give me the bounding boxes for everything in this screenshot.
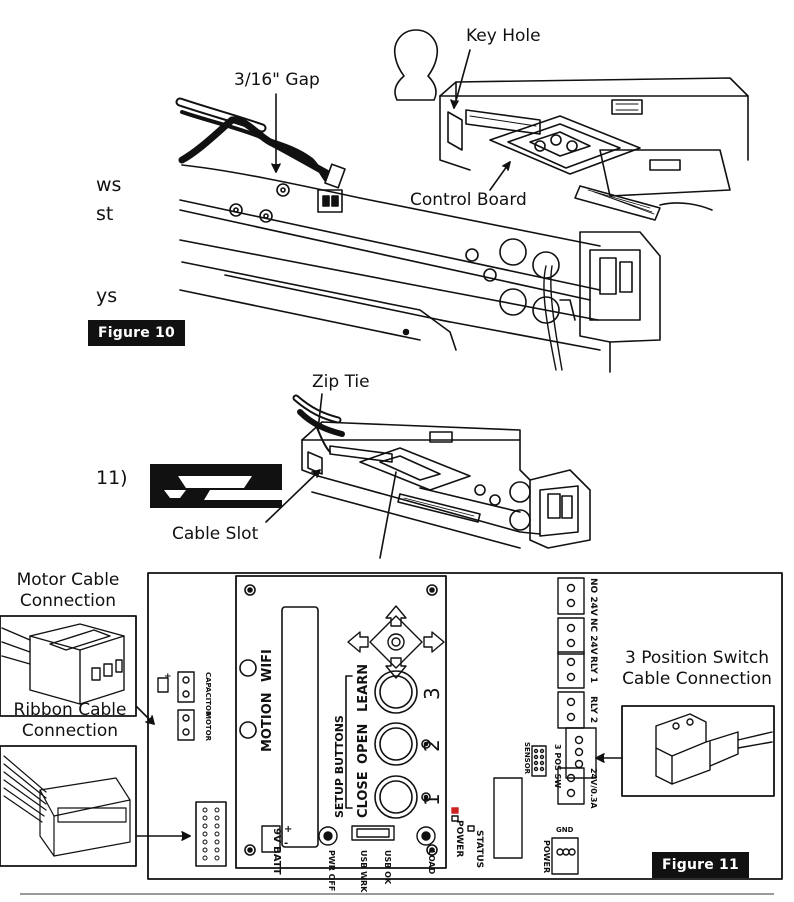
label-switch-cable-line1: 3 Position Switch — [624, 648, 770, 668]
silk-plus-cap: + — [164, 672, 172, 682]
silk-pos-sw: 3 POS SW — [553, 744, 562, 789]
pcb-outline — [147, 572, 783, 880]
silk-24v: 24V/0.3A — [589, 768, 598, 809]
text-fragment-ys: ys — [96, 285, 118, 307]
cable-wire-2 — [178, 116, 340, 182]
silk-rly1: RLY 1 — [588, 656, 598, 684]
silk-no24v: NO 24V — [588, 578, 598, 616]
figure11-housing — [292, 394, 591, 549]
wifi-led — [239, 659, 257, 677]
leader-board-down — [379, 471, 397, 559]
motion-led — [239, 721, 257, 739]
silk-batt: 9V BATT — [271, 828, 282, 875]
silk-pwr-off: PWR OFF — [327, 850, 336, 892]
motor-callout-box — [0, 615, 137, 717]
label-gap: 3/16" Gap — [234, 70, 320, 90]
motor-plug-drawing — [1, 623, 125, 705]
figure10-badge: Figure 10 — [88, 320, 185, 346]
silk-usb-ok: USB OK — [383, 850, 392, 885]
rail-top-edge — [181, 164, 601, 247]
leader-cable-slot — [265, 469, 321, 523]
label-motor-cable: Motor Cable Connection — [0, 570, 136, 612]
silk-batt-plus: + — [284, 824, 293, 835]
silk-num1: 1 — [420, 793, 444, 806]
text-fragment-st: st — [96, 203, 114, 225]
silk-open: OPEN — [356, 723, 371, 764]
silk-capacitor: CAPACITOR — [204, 672, 212, 717]
silk-learn: LEARN — [356, 663, 371, 712]
silk-status-led: STATUS — [474, 830, 484, 869]
silk-sensor: SENSOR — [523, 742, 531, 775]
silk-gnd: GND — [556, 826, 574, 834]
label-ribbon-cable: Ribbon Cable Connection — [0, 700, 140, 742]
label-control-board: Control Board — [410, 190, 527, 210]
silk-power-led: POWER — [454, 820, 464, 858]
label-motor-cable-line2: Connection — [19, 591, 117, 611]
label-ribbon-cable-line1: Ribbon Cable — [13, 700, 127, 720]
silk-num2: 2 — [420, 739, 444, 752]
text-fragment-11: 11) — [96, 467, 128, 489]
silk-nc24v: NC 24V — [588, 618, 598, 655]
silk-wifi: WIFI — [260, 649, 275, 682]
label-cable-slot: Cable Slot — [172, 524, 259, 544]
ribbon-header — [195, 801, 227, 867]
keyhole-shape — [393, 29, 439, 101]
setup-buttons-graphics — [345, 670, 431, 819]
display-panel — [235, 575, 447, 869]
ribbon-cable — [574, 185, 661, 221]
silk-close: CLOSE — [356, 771, 371, 818]
label-switch-cable: 3 Position Switch Cable Connection — [600, 648, 794, 690]
label-ribbon-cable-line2: Connection — [21, 721, 119, 741]
end-cap — [579, 231, 661, 343]
text-fragment-ws: ws — [96, 174, 122, 196]
switch-callout-box — [621, 705, 775, 797]
terminal-blocks — [451, 577, 597, 875]
figure10-drawing — [175, 29, 749, 373]
label-key-hole: Key Hole — [466, 26, 541, 46]
leader-key-hole — [453, 49, 471, 109]
switch-plug-drawing — [655, 713, 773, 785]
silk-load: LOAD — [427, 850, 436, 875]
housing-outline — [439, 77, 749, 161]
label-switch-cable-line2: Cable Connection — [622, 669, 772, 689]
silk-usb-wrk: USB WRK — [359, 850, 368, 893]
label-zip-tie: Zip Tie — [312, 372, 370, 392]
ribbon-plug-drawing — [3, 755, 131, 857]
left-connectors — [157, 671, 195, 741]
silk-rly2: RLY 2 — [588, 696, 598, 724]
bottom-rule — [20, 893, 774, 895]
control-board — [489, 115, 641, 175]
silk-batt-minus: - — [284, 838, 289, 849]
label-motor-cable-line1: Motor Cable — [16, 570, 120, 590]
ribbon-callout-box — [0, 745, 137, 867]
lcd-window — [281, 606, 319, 848]
silk-power-conn: POWER — [542, 840, 551, 874]
figure11-badge: Figure 11 — [652, 852, 749, 878]
silk-motion: MOTION — [260, 692, 275, 752]
silk-motor: MOTOR — [204, 712, 212, 742]
switch-connector — [565, 727, 597, 779]
silk-setup-buttons: SETUP BUTTONS — [333, 715, 346, 818]
silk-num3: 3 — [420, 687, 444, 700]
dpad — [347, 605, 445, 679]
bottom-components — [261, 825, 436, 853]
